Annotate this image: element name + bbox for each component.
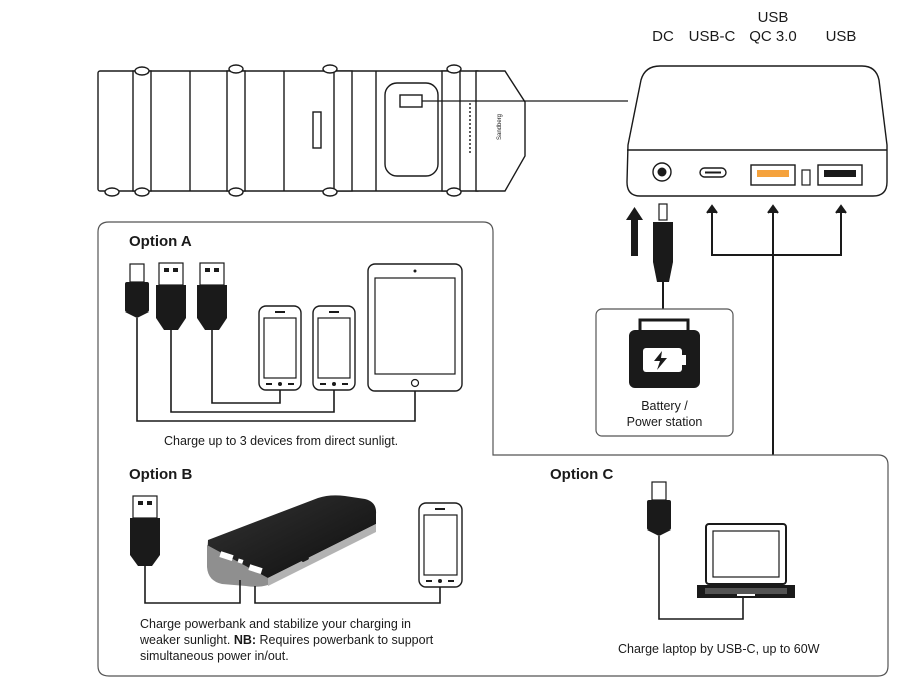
- phone-icon-a2: [312, 305, 356, 391]
- dc-port: [652, 162, 672, 182]
- battery-label-line1: Battery /: [641, 399, 688, 413]
- battery-label-line2: Power station: [626, 415, 703, 429]
- usb-port-label: USB: [825, 28, 857, 45]
- option-a-caption: Charge up to 3 devices from direct sunli…: [164, 434, 399, 448]
- usb-a-plug-b: [130, 495, 160, 566]
- phone-icon-a1: [258, 305, 302, 391]
- option-b-caption-line2: weaker sunlight. NB: Requires powerbank …: [140, 633, 434, 647]
- usb-a-plug-a1: [156, 262, 186, 330]
- indicator-light: [801, 169, 811, 186]
- usb-qc-port-label-line1: USB: [757, 9, 789, 26]
- usb-c-port-label: USB-C: [688, 28, 736, 45]
- option-b-title: Option B: [129, 466, 193, 483]
- port-arrows: [706, 204, 847, 455]
- option-b-caption-line3: simultaneous power in/out.: [140, 649, 289, 663]
- option-c-cable: [658, 536, 744, 620]
- panel-brand-label: Sandberg: [497, 114, 503, 140]
- laptop-icon: [697, 523, 795, 598]
- option-c-title: Option C: [550, 466, 614, 483]
- usb-c-plug-c: [647, 481, 671, 536]
- dc-port-label: DC: [652, 28, 674, 45]
- usb-port: [817, 164, 863, 186]
- option-b-cables: [144, 566, 441, 604]
- solar-panel: [97, 64, 526, 197]
- option-a-cables: [136, 318, 416, 422]
- option-b-caption-line1: Charge powerbank and stabilize your char…: [140, 617, 411, 631]
- usb-a-plug-a2: [197, 262, 227, 330]
- usb-c-port: [699, 167, 727, 178]
- usb-qc-port: [750, 164, 796, 186]
- tablet-icon: [367, 263, 463, 392]
- options-outline: [97, 221, 889, 677]
- dc-plug-icon: [653, 203, 673, 310]
- powerbank-icon: [207, 495, 377, 587]
- option-c-caption: Charge laptop by USB-C, up to 60W: [618, 642, 820, 656]
- junction-box: [626, 65, 888, 197]
- usb-c-plug-a: [125, 263, 149, 318]
- option-b-caption: Charge powerbank and stabilize your char…: [140, 616, 480, 664]
- option-a-title: Option A: [129, 233, 192, 250]
- phone-icon-b: [418, 502, 463, 588]
- power-station-icon: [629, 318, 700, 388]
- input-arrow-icon: [626, 207, 643, 256]
- usb-qc-port-label-line2: QC 3.0: [749, 28, 797, 45]
